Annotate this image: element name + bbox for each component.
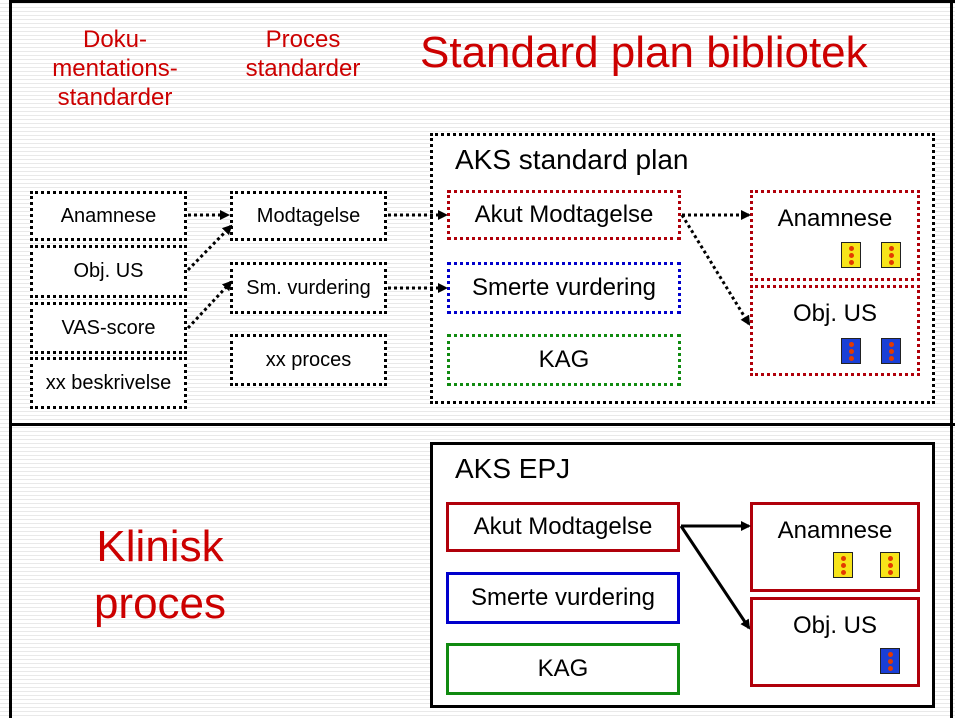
plan-item-akut-modtagelse[interactable]: Akut Modtagelse [447,190,681,240]
plan-doc-obj-us[interactable]: Obj. US [750,285,920,376]
documentation-heading-line-1: Doku- [82,26,148,53]
plan-doc-obj-us-label: Obj. US [792,300,878,327]
epj-item-smerte-vurdering[interactable]: Smerte vurdering [446,572,680,624]
epj-item-akut-modtagelse[interactable]: Akut Modtagelse [446,502,680,552]
epj-doc-anamnese-label: Anamnese [777,517,893,544]
clinical-label-line-2: proces [93,579,227,629]
page-title: Standard plan bibliotek [420,28,868,77]
epj-doc-obj-us-label: Obj. US [792,612,878,639]
frame-top-border [9,0,955,3]
yellow-document-icon [841,242,861,268]
clinical-process-label: Klinisk proces [50,518,270,632]
process-standards-heading: Proces standarder [228,26,378,84]
section-divider [9,423,955,426]
process-standard-modtagelse[interactable]: Modtagelse [230,191,387,241]
yellow-document-icon [880,552,900,578]
blue-document-icon [841,338,861,364]
arrow-vas-score-to-sm-vurdering [186,280,233,330]
documentation-standards-heading: Doku- mentations- standarder [20,26,210,112]
documentation-heading-line-2: mentations- [52,54,178,82]
plan-item-smerte-vurdering[interactable]: Smerte vurdering [447,262,681,314]
process-heading-line-2: standarder [245,54,361,82]
doc-standard-anamnese[interactable]: Anamnese [30,191,187,241]
process-standard-sm-vurdering[interactable]: Sm. vurdering [230,262,387,314]
aks-standard-plan-title: AKS standard plan [455,144,689,175]
process-heading-line-1: Proces [265,26,341,53]
process-standard-xx-proces[interactable]: xx proces [230,334,387,386]
frame-left-border [9,0,12,718]
yellow-document-icon [833,552,853,578]
plan-doc-anamnese[interactable]: Anamnese [750,190,920,281]
frame-right-border [950,0,953,718]
doc-standard-vas-score[interactable]: VAS-score [30,302,187,354]
doc-standard-xx-beskrivelse[interactable]: xx beskrivelse [30,357,187,409]
blue-document-icon [881,338,901,364]
epj-doc-obj-us[interactable]: Obj. US [750,597,920,687]
arrow-epj-akut-to-obj-us [679,525,751,630]
clinical-label-line-1: Klinisk [96,522,224,571]
arrow-akut-modtagelse-to-obj-us [680,214,751,326]
yellow-document-icon [881,242,901,268]
plan-doc-anamnese-label: Anamnese [777,205,893,232]
epj-doc-anamnese[interactable]: Anamnese [750,502,920,592]
documentation-heading-line-3: standarder [57,83,173,111]
arrow-obj-us-to-modtagelse [186,224,233,272]
epj-item-kag[interactable]: KAG [446,643,680,695]
doc-standard-obj-us[interactable]: Obj. US [30,245,187,298]
blue-document-icon [880,648,900,674]
aks-epj-title: AKS EPJ [455,453,571,484]
plan-item-kag[interactable]: KAG [447,334,681,386]
